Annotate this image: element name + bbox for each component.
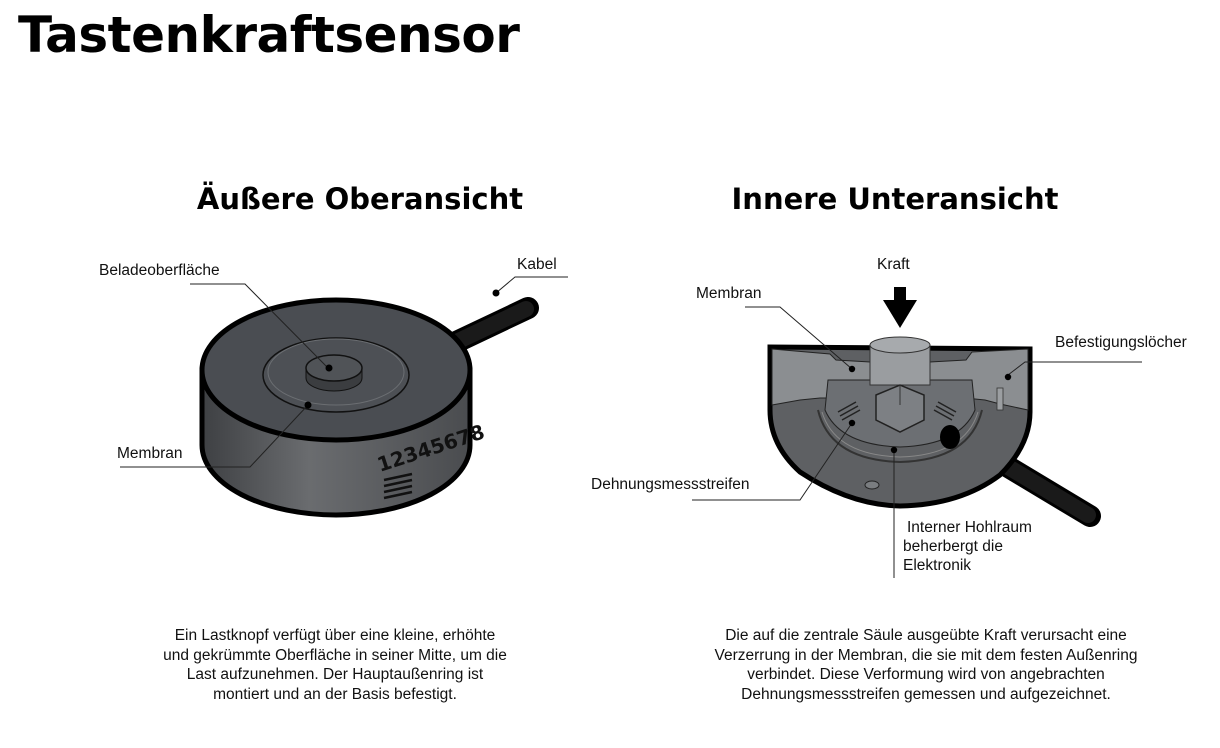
label-cavity-line1: Interner Hohlraum — [907, 519, 1032, 536]
cable-icon — [439, 297, 539, 356]
label-cavity-line2: beherbergt die — [903, 538, 1003, 555]
right-heading: Innere Unteransicht — [731, 182, 1059, 216]
force-arrow-icon — [883, 287, 917, 328]
right-description: Die auf die zentrale Säule ausgeübte Kra… — [714, 627, 1138, 703]
label-loading-surface: Beladeoberfläche — [99, 262, 220, 279]
label-cavity-line3: Elektronik — [903, 557, 972, 574]
page-title: Tastenkraftsensor — [18, 6, 520, 64]
label-force: Kraft — [877, 256, 910, 273]
label-cable: Kabel — [517, 256, 557, 273]
label-mounting-holes: Befestigungslöcher — [1055, 334, 1187, 351]
left-description: Ein Lastknopf verfügt über eine kleine, … — [163, 627, 507, 703]
label-membrane-inner: Membran — [696, 285, 762, 302]
left-heading: Äußere Oberansicht — [196, 182, 524, 216]
label-membrane-outer: Membran — [117, 445, 183, 462]
label-strain-gauges: Dehnungsmessstreifen — [591, 476, 750, 493]
